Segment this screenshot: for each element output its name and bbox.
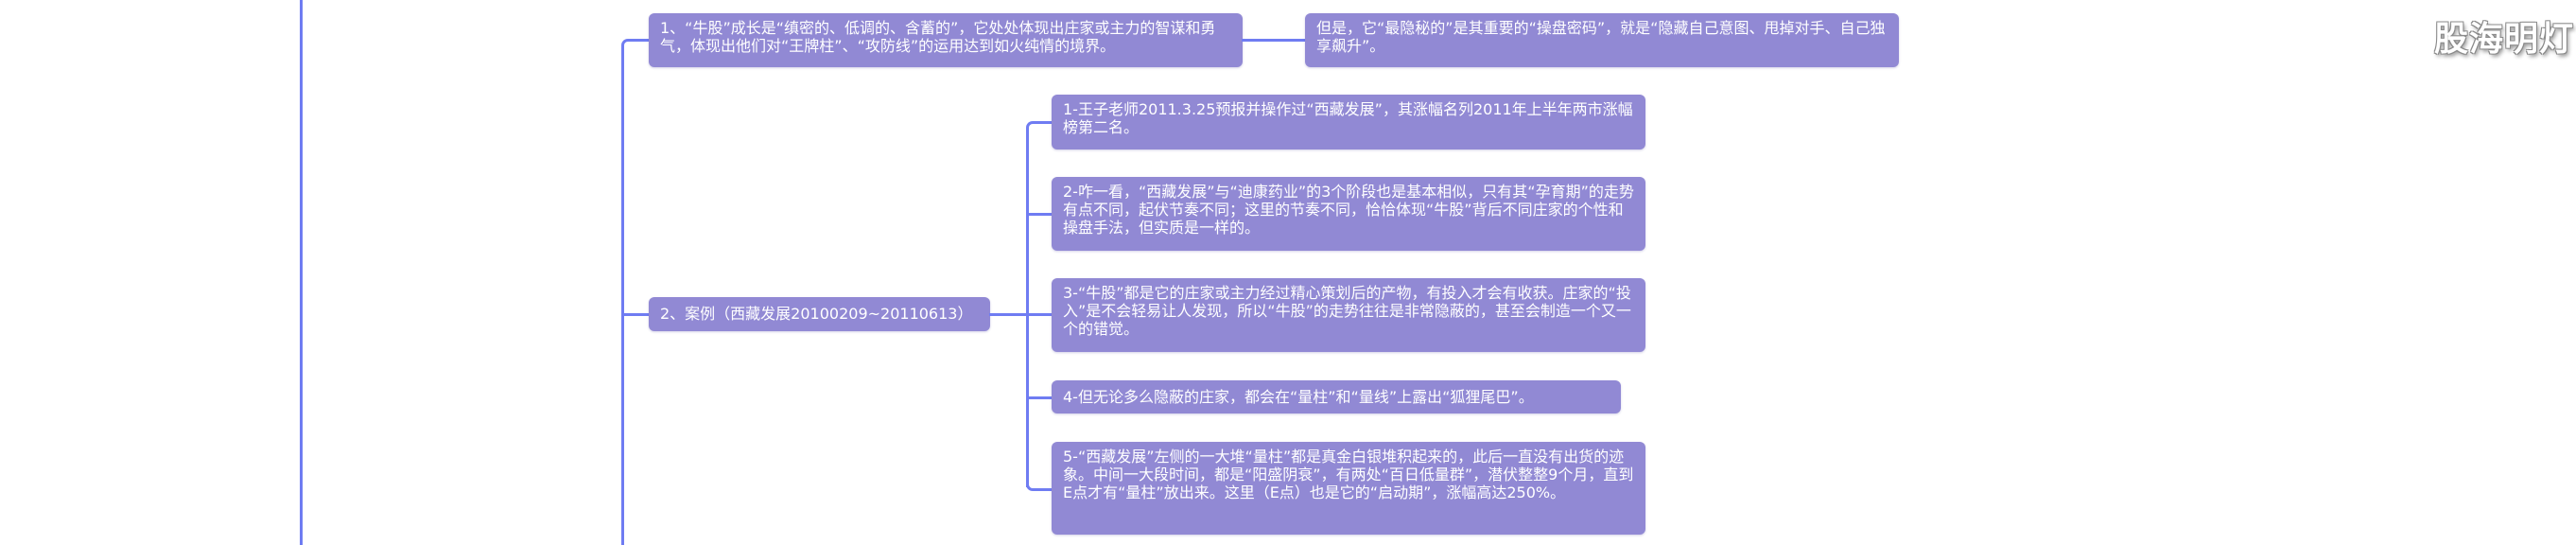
mindmap-node-2c[interactable]: 3-“牛股”都是它的庄家或主力经过精心策划后的产物，有投入才会有收获。庄家的“投… — [1052, 278, 1645, 352]
mindmap-node-2b[interactable]: 2-咋一看，“西藏发展”与“迪康药业”的3个阶段也是基本相似，只有其“孕育期”的… — [1052, 177, 1645, 251]
mindmap-node-1[interactable]: 1、“牛股”成长是“缜密的、低调的、含蓄的”，它处处体现出庄家或主力的智谋和勇气… — [649, 13, 1243, 67]
node1-child-connector-line — [1242, 39, 1306, 42]
node-1a-text: 但是，它“最隐秘的”是其重要的“操盘密码”，就是“隐藏自己意图、甩掉对手、自己独… — [1316, 19, 1886, 55]
node1-connector-corner — [621, 39, 650, 54]
node-2a-text: 1-王子老师2011.3.25预报并操作过“西藏发展”，其涨幅名列2011年上半… — [1063, 100, 1633, 136]
mindmap-node-2d[interactable]: 4-但无论多么隐蔽的庄家，都会在“量柱”和“量线”上露出“狐狸尾巴”。 — [1052, 380, 1621, 413]
node2b-connector-line — [1026, 213, 1053, 216]
mindmap-node-1a[interactable]: 但是，它“最隐秘的”是其重要的“操盘密码”，就是“隐藏自己意图、甩掉对手、自己独… — [1305, 13, 1899, 67]
mindmap-node-2a[interactable]: 1-王子老师2011.3.25预报并操作过“西藏发展”，其涨幅名列2011年上半… — [1052, 95, 1645, 149]
level2-spine-line — [1026, 128, 1029, 487]
node-2d-text: 4-但无论多么隐蔽的庄家，都会在“量柱”和“量线”上露出“狐狸尾巴”。 — [1063, 388, 1534, 406]
node-2-text: 2、案例（西藏发展20100209~20110613） — [660, 305, 973, 323]
mindmap-node-2e[interactable]: 5-“西藏发展”左侧的一大堆“量柱”都是真金白银堆积起来的，此后一直没有出货的迹… — [1052, 442, 1645, 535]
node2e-connector-corner — [1026, 476, 1053, 491]
node2-child-connector-line — [989, 313, 1028, 316]
node-2e-text: 5-“西藏发展”左侧的一大堆“量柱”都是真金白银堆积起来的，此后一直没有出货的迹… — [1063, 448, 1634, 501]
node2c-connector-line — [1026, 313, 1053, 316]
node-2b-text: 2-咋一看，“西藏发展”与“迪康药业”的3个阶段也是基本相似，只有其“孕育期”的… — [1063, 183, 1634, 237]
level1-spine-line — [621, 49, 624, 545]
node2a-connector-corner — [1026, 121, 1053, 134]
node2d-connector-line — [1026, 396, 1053, 399]
mindmap-node-2[interactable]: 2、案例（西藏发展20100209~20110613） — [649, 297, 990, 331]
node-1-text: 1、“牛股”成长是“缜密的、低调的、含蓄的”，它处处体现出庄家或主力的智谋和勇气… — [660, 19, 1216, 55]
watermark-logo: 股海明灯 — [2434, 20, 2575, 59]
trunk-connector-line — [300, 0, 303, 545]
node2-connector-line — [621, 313, 650, 316]
node-2c-text: 3-“牛股”都是它的庄家或主力经过精心策划后的产物，有投入才会有收获。庄家的“投… — [1063, 284, 1631, 338]
